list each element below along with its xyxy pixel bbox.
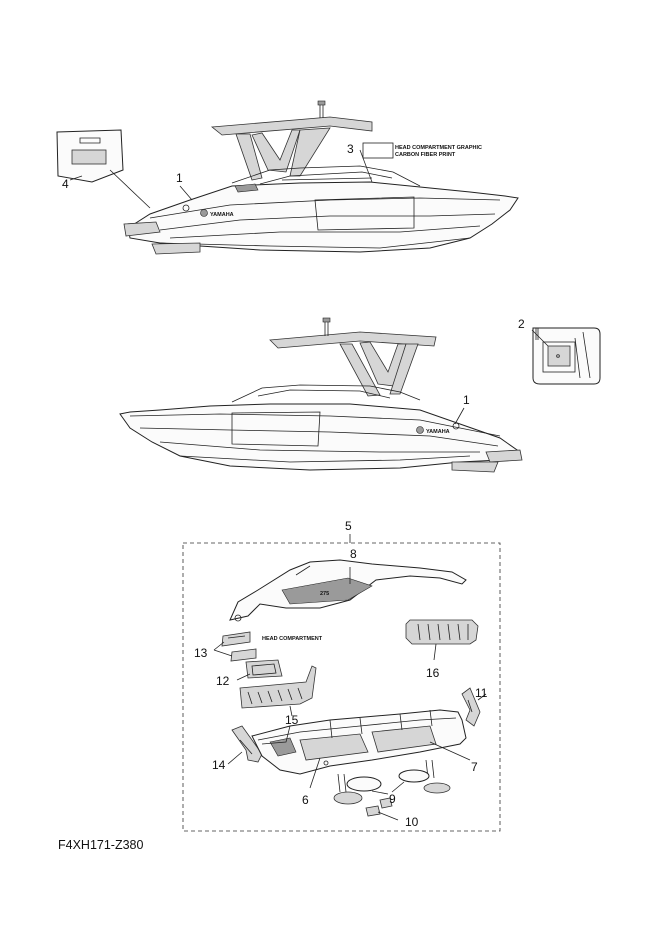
callout-1-middle: 1 (463, 393, 470, 407)
kit-5-boundary (182, 542, 501, 832)
callout-15: 15 (285, 713, 299, 727)
svg-text:YAMAHA: YAMAHA (426, 429, 450, 435)
svg-text:YAMAHA: YAMAHA (210, 212, 234, 218)
callout-16: 16 (426, 666, 440, 680)
callout-4: 4 (62, 177, 69, 191)
callout-1-top: 1 (176, 171, 183, 185)
callout-2: 2 (518, 317, 525, 331)
callout-14: 14 (212, 758, 226, 772)
yamaha-logo-decal-top: YAMAHA (200, 209, 234, 218)
part-12-decal (236, 659, 283, 681)
boat-side-view-middle: YAMAHA (119, 317, 523, 473)
part-14-trim (227, 725, 263, 765)
decal-4-panel (56, 129, 151, 209)
part-15-trim (239, 665, 317, 717)
boat-side-view-top: YAMAHA HEAD COMPARTMENT GRAPHIC CARBON F… (123, 100, 519, 255)
part-8-hardtop: 275 (229, 559, 467, 622)
callout-10: 10 (405, 815, 419, 829)
model-badge-275: 275 (320, 591, 329, 597)
callout-5: 5 (345, 519, 352, 533)
yamaha-logo-decal-middle: YAMAHA (416, 426, 450, 435)
head-compartment-label: HEAD COMPARTMENT (262, 636, 323, 642)
callout-7: 7 (471, 760, 478, 774)
callout-3: 3 (347, 142, 354, 156)
callout-8: 8 (350, 547, 357, 561)
part-11-trim (461, 687, 487, 727)
part-9-mounts (333, 759, 451, 805)
callout-12: 12 (216, 674, 230, 688)
part-16-vent (405, 619, 479, 661)
callout-11: 11 (475, 686, 488, 700)
part-code-label: F4XH171-Z380 (58, 838, 144, 852)
callout-6: 6 (302, 793, 309, 807)
callout-labels: 1 1 2 3 4 5 6 7 8 9 10 11 12 13 14 15 16 (62, 142, 525, 829)
part-13-decals: HEAD COMPARTMENT (213, 631, 323, 662)
parts-6-7-console (251, 709, 471, 789)
part-10-clips (365, 797, 399, 821)
label-3-line1: HEAD COMPARTMENT GRAPHIC (395, 145, 482, 151)
detail-2-inset (531, 327, 601, 385)
callout-9: 9 (389, 792, 396, 806)
label-3-line2: CARBON FIBER PRINT (395, 152, 456, 158)
callout-13: 13 (194, 646, 208, 660)
decal-3-box (362, 142, 394, 159)
